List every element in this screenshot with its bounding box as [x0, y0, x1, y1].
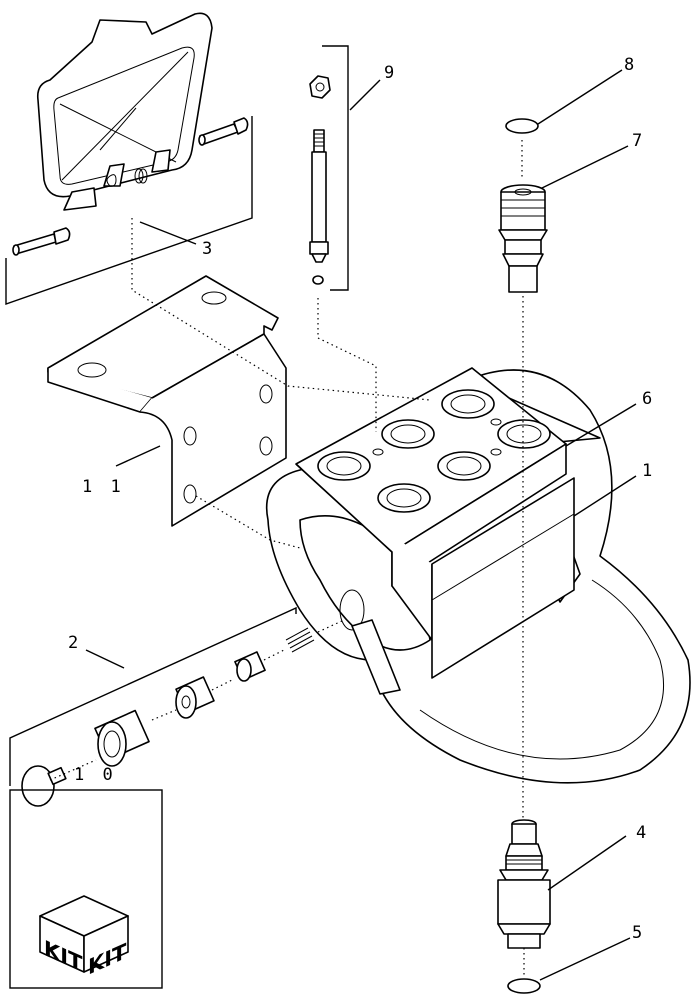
callout-10: 1 0 — [74, 765, 117, 785]
mounting-bracket — [47, 275, 287, 527]
bracket-line-2 — [9, 606, 297, 786]
bracket-line-3 — [5, 116, 253, 305]
o-ring-top — [505, 118, 539, 134]
torsion-spring-right — [134, 168, 148, 184]
torsion-spring-left — [106, 174, 117, 187]
detent-plunger — [234, 651, 266, 682]
o-ring-bottom — [507, 978, 541, 994]
detent-spring — [285, 627, 315, 653]
detent-cap — [21, 765, 67, 807]
quick-coupler-male — [497, 819, 551, 949]
callout-5: 5 — [632, 923, 646, 943]
assembly-centerlines — [49, 140, 525, 978]
callout-6: 6 — [642, 389, 656, 409]
callout-7: 7 — [632, 131, 646, 151]
leader-lines — [85, 69, 637, 981]
callout-11: 1 1 — [82, 477, 125, 497]
kit-cube-icon: KIT KIT — [39, 895, 129, 981]
stud-bolt — [309, 75, 331, 285]
callout-2: 2 — [68, 633, 82, 653]
hinge-pin-right — [198, 117, 249, 146]
cover-lid — [36, 12, 213, 211]
callout-8: 8 — [624, 55, 638, 75]
quick-coupler-female — [498, 184, 548, 293]
kit-frame — [9, 789, 163, 989]
valve-block — [295, 367, 575, 679]
callout-1: 1 — [642, 461, 656, 481]
detent-sleeve — [175, 676, 215, 719]
bracket-line-9 — [322, 45, 349, 291]
callout-4: 4 — [636, 823, 650, 843]
detent-nut — [94, 709, 150, 767]
callout-9: 9 — [384, 63, 398, 83]
callout-3: 3 — [202, 239, 216, 259]
hinge-pin-left — [12, 227, 71, 256]
